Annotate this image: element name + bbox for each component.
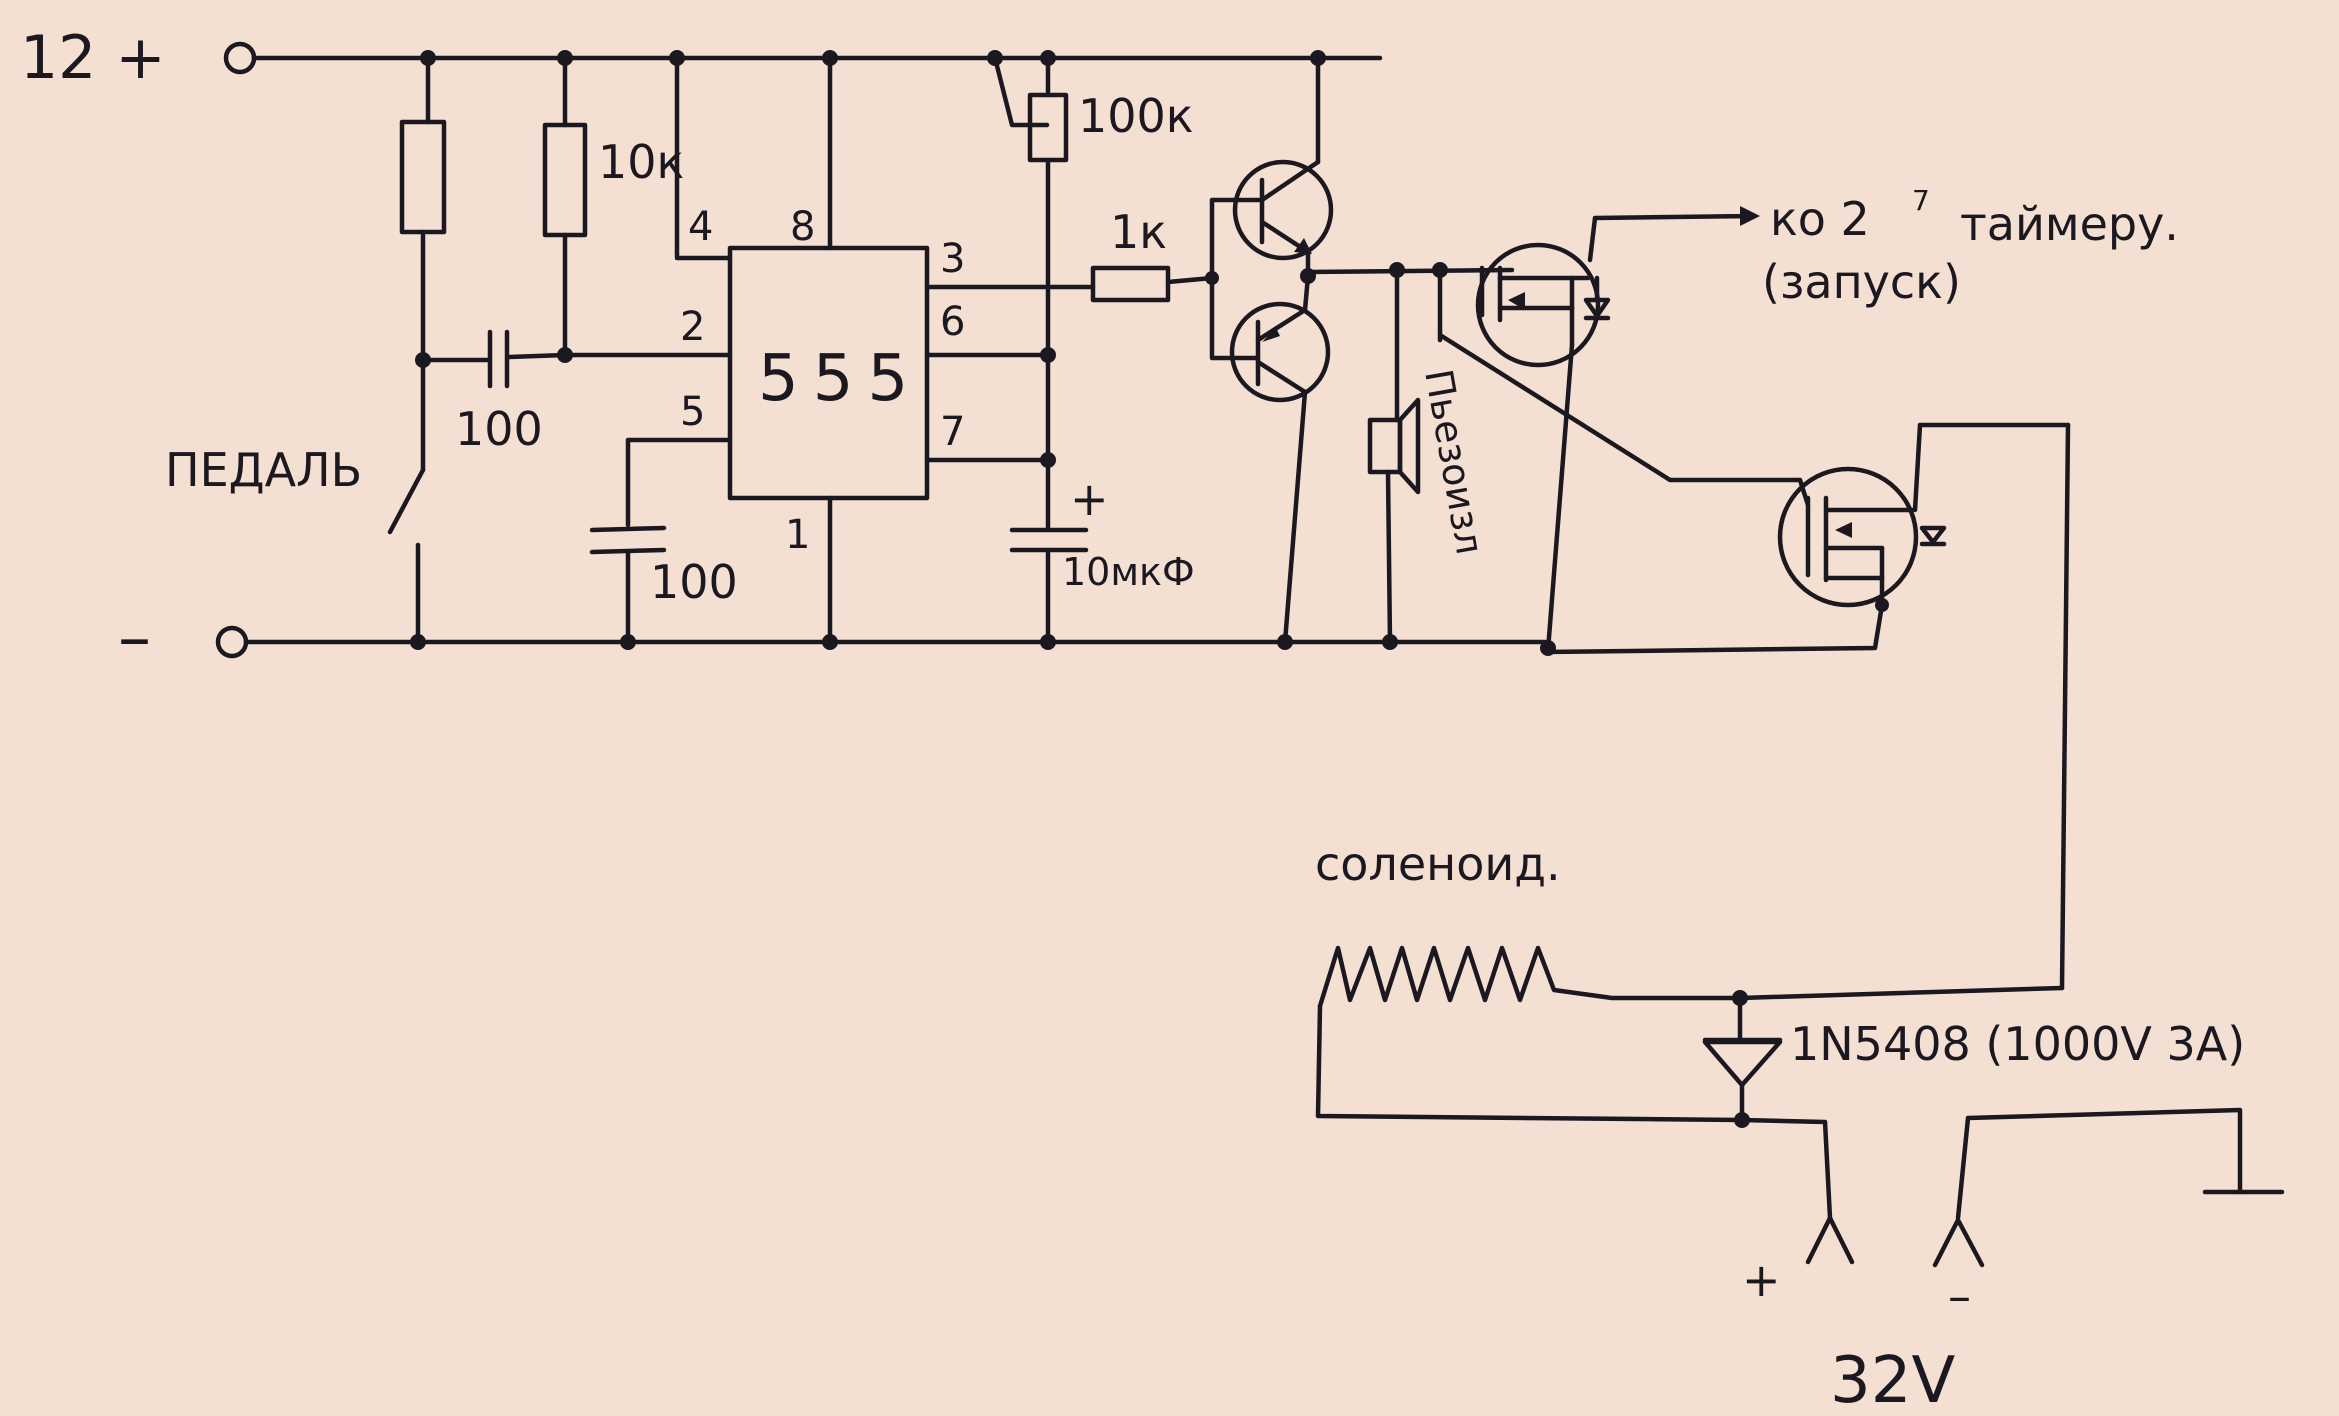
pin-8-label: 8 [790, 204, 815, 250]
output-plus-label: + [1742, 1253, 1781, 1307]
pin4-wire [674, 55, 733, 261]
capacitor-c1-label: 100 [455, 402, 543, 456]
positive-supply-label: 12 + [20, 23, 166, 93]
drain-wire [2059, 422, 2071, 991]
pin-6-label: 6 [940, 299, 965, 345]
pin-4-label: 4 [688, 204, 713, 250]
pin-7-label: 7 [940, 409, 965, 455]
resistor-r4-label: 1к [1110, 205, 1167, 259]
q2-gate-link [1797, 477, 1811, 508]
pin-2-label: 2 [680, 304, 705, 350]
base-wire-top [1209, 197, 1265, 281]
capacitor-c3 [1009, 527, 1089, 645]
negative-rail [215, 625, 1548, 659]
output-plus-terminal [1739, 1117, 1855, 1265]
mosfet-q1 [1475, 206, 1760, 653]
diode-label: 1N5408 (1000V 3A) [1790, 1017, 2245, 1071]
ic-label: 555 [758, 342, 922, 416]
piezo-buzzer [1367, 265, 1421, 645]
output-minus-label: – [1948, 1269, 1971, 1323]
gate-wire-2 [1437, 332, 1803, 483]
piezo-buzzer-label: Пьезоизл [1416, 366, 1492, 558]
pedal-switch [387, 357, 426, 645]
resistor-r1 [399, 55, 447, 363]
capacitor-c3-polarity: + [1070, 472, 1109, 526]
resistor-r4 [1090, 265, 1215, 303]
note-superscript: 7 [1912, 184, 1930, 217]
npn-transistor [1232, 55, 1334, 279]
output-voltage-label: 32V [1830, 1344, 1955, 1416]
output-minus-terminal [1932, 1107, 2285, 1268]
pedal-switch-label: ПЕДАЛЬ [165, 443, 362, 497]
note-line1-end: таймеру. [1960, 197, 2179, 251]
diode-1n5408 [1702, 995, 1783, 1123]
note-line2: (запуск) [1762, 255, 1961, 309]
pnp-transistor [1229, 273, 1331, 645]
capacitor-c1 [420, 329, 568, 389]
solenoid-label: соленоид. [1315, 837, 1561, 891]
capacitor-c3-label: 10мкФ [1062, 550, 1195, 594]
note-line1: ко 2 [1770, 192, 1870, 246]
mosfet-q2 [1542, 422, 2071, 655]
base-wire-bottom [1209, 275, 1261, 361]
resistor-r2 [542, 55, 588, 358]
resistor-r2-label: 10к [598, 135, 684, 189]
capacitor-c2-label: 100 [650, 555, 738, 609]
pin5-wire [625, 437, 733, 528]
solenoid-coil [1315, 945, 2065, 1123]
pin-1-label: 1 [785, 512, 810, 558]
pin-3-label: 3 [940, 236, 965, 282]
negative-supply-label: – [118, 599, 151, 676]
driver-output-wire [1305, 267, 1515, 275]
junction-dots [410, 50, 1889, 1128]
pin-5-label: 5 [680, 389, 705, 435]
positive-rail [223, 41, 1383, 75]
resistor-r3-label: 100к [1078, 89, 1194, 143]
capacitor-c2 [589, 525, 667, 645]
